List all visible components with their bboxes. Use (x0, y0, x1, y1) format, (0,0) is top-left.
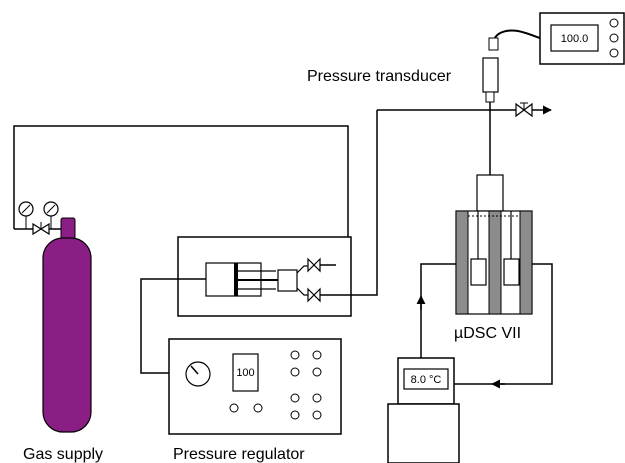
transducer-readout: 100.0 (561, 33, 589, 45)
coolant-lines (416, 263, 553, 389)
pressure-regulator-label: Pressure regulator (173, 446, 305, 463)
syringe-pump (177, 236, 352, 317)
valve-icon (307, 257, 336, 273)
pressure-regulator-panel: 100 (168, 338, 342, 435)
pump-outlet-line (336, 110, 378, 296)
transducer-display-unit: 100.0 (539, 12, 625, 65)
pressure-gauge-icon (185, 361, 211, 387)
valve-icon (32, 222, 50, 236)
bath-readout-box (403, 368, 449, 390)
regulator-readout-box (232, 353, 259, 392)
pressure-transducer-label: Pressure transducer (307, 68, 452, 85)
pressure-transducer (482, 37, 499, 103)
gas-cylinder (42, 217, 92, 433)
pressure-gauge-icon (43, 201, 59, 229)
display-knob (609, 18, 619, 28)
thermostat-bath: 8.0 °C (387, 357, 460, 463)
gas-supply-label: Gas supply (23, 446, 103, 463)
calorimeter (455, 174, 533, 315)
pressure-gauge-icon (18, 201, 34, 229)
calorimeter-label: µDSC VII (454, 325, 521, 342)
bath-readout: 8.0 °C (411, 374, 442, 386)
transducer-readout-box (550, 24, 599, 52)
valve-icon (307, 287, 336, 303)
regulator-control-line (140, 278, 206, 374)
transducer-cable (492, 29, 541, 45)
display-knob (609, 33, 619, 43)
display-knob (609, 48, 619, 58)
valve-icon (515, 102, 533, 118)
regulator-readout: 100 (236, 367, 254, 379)
